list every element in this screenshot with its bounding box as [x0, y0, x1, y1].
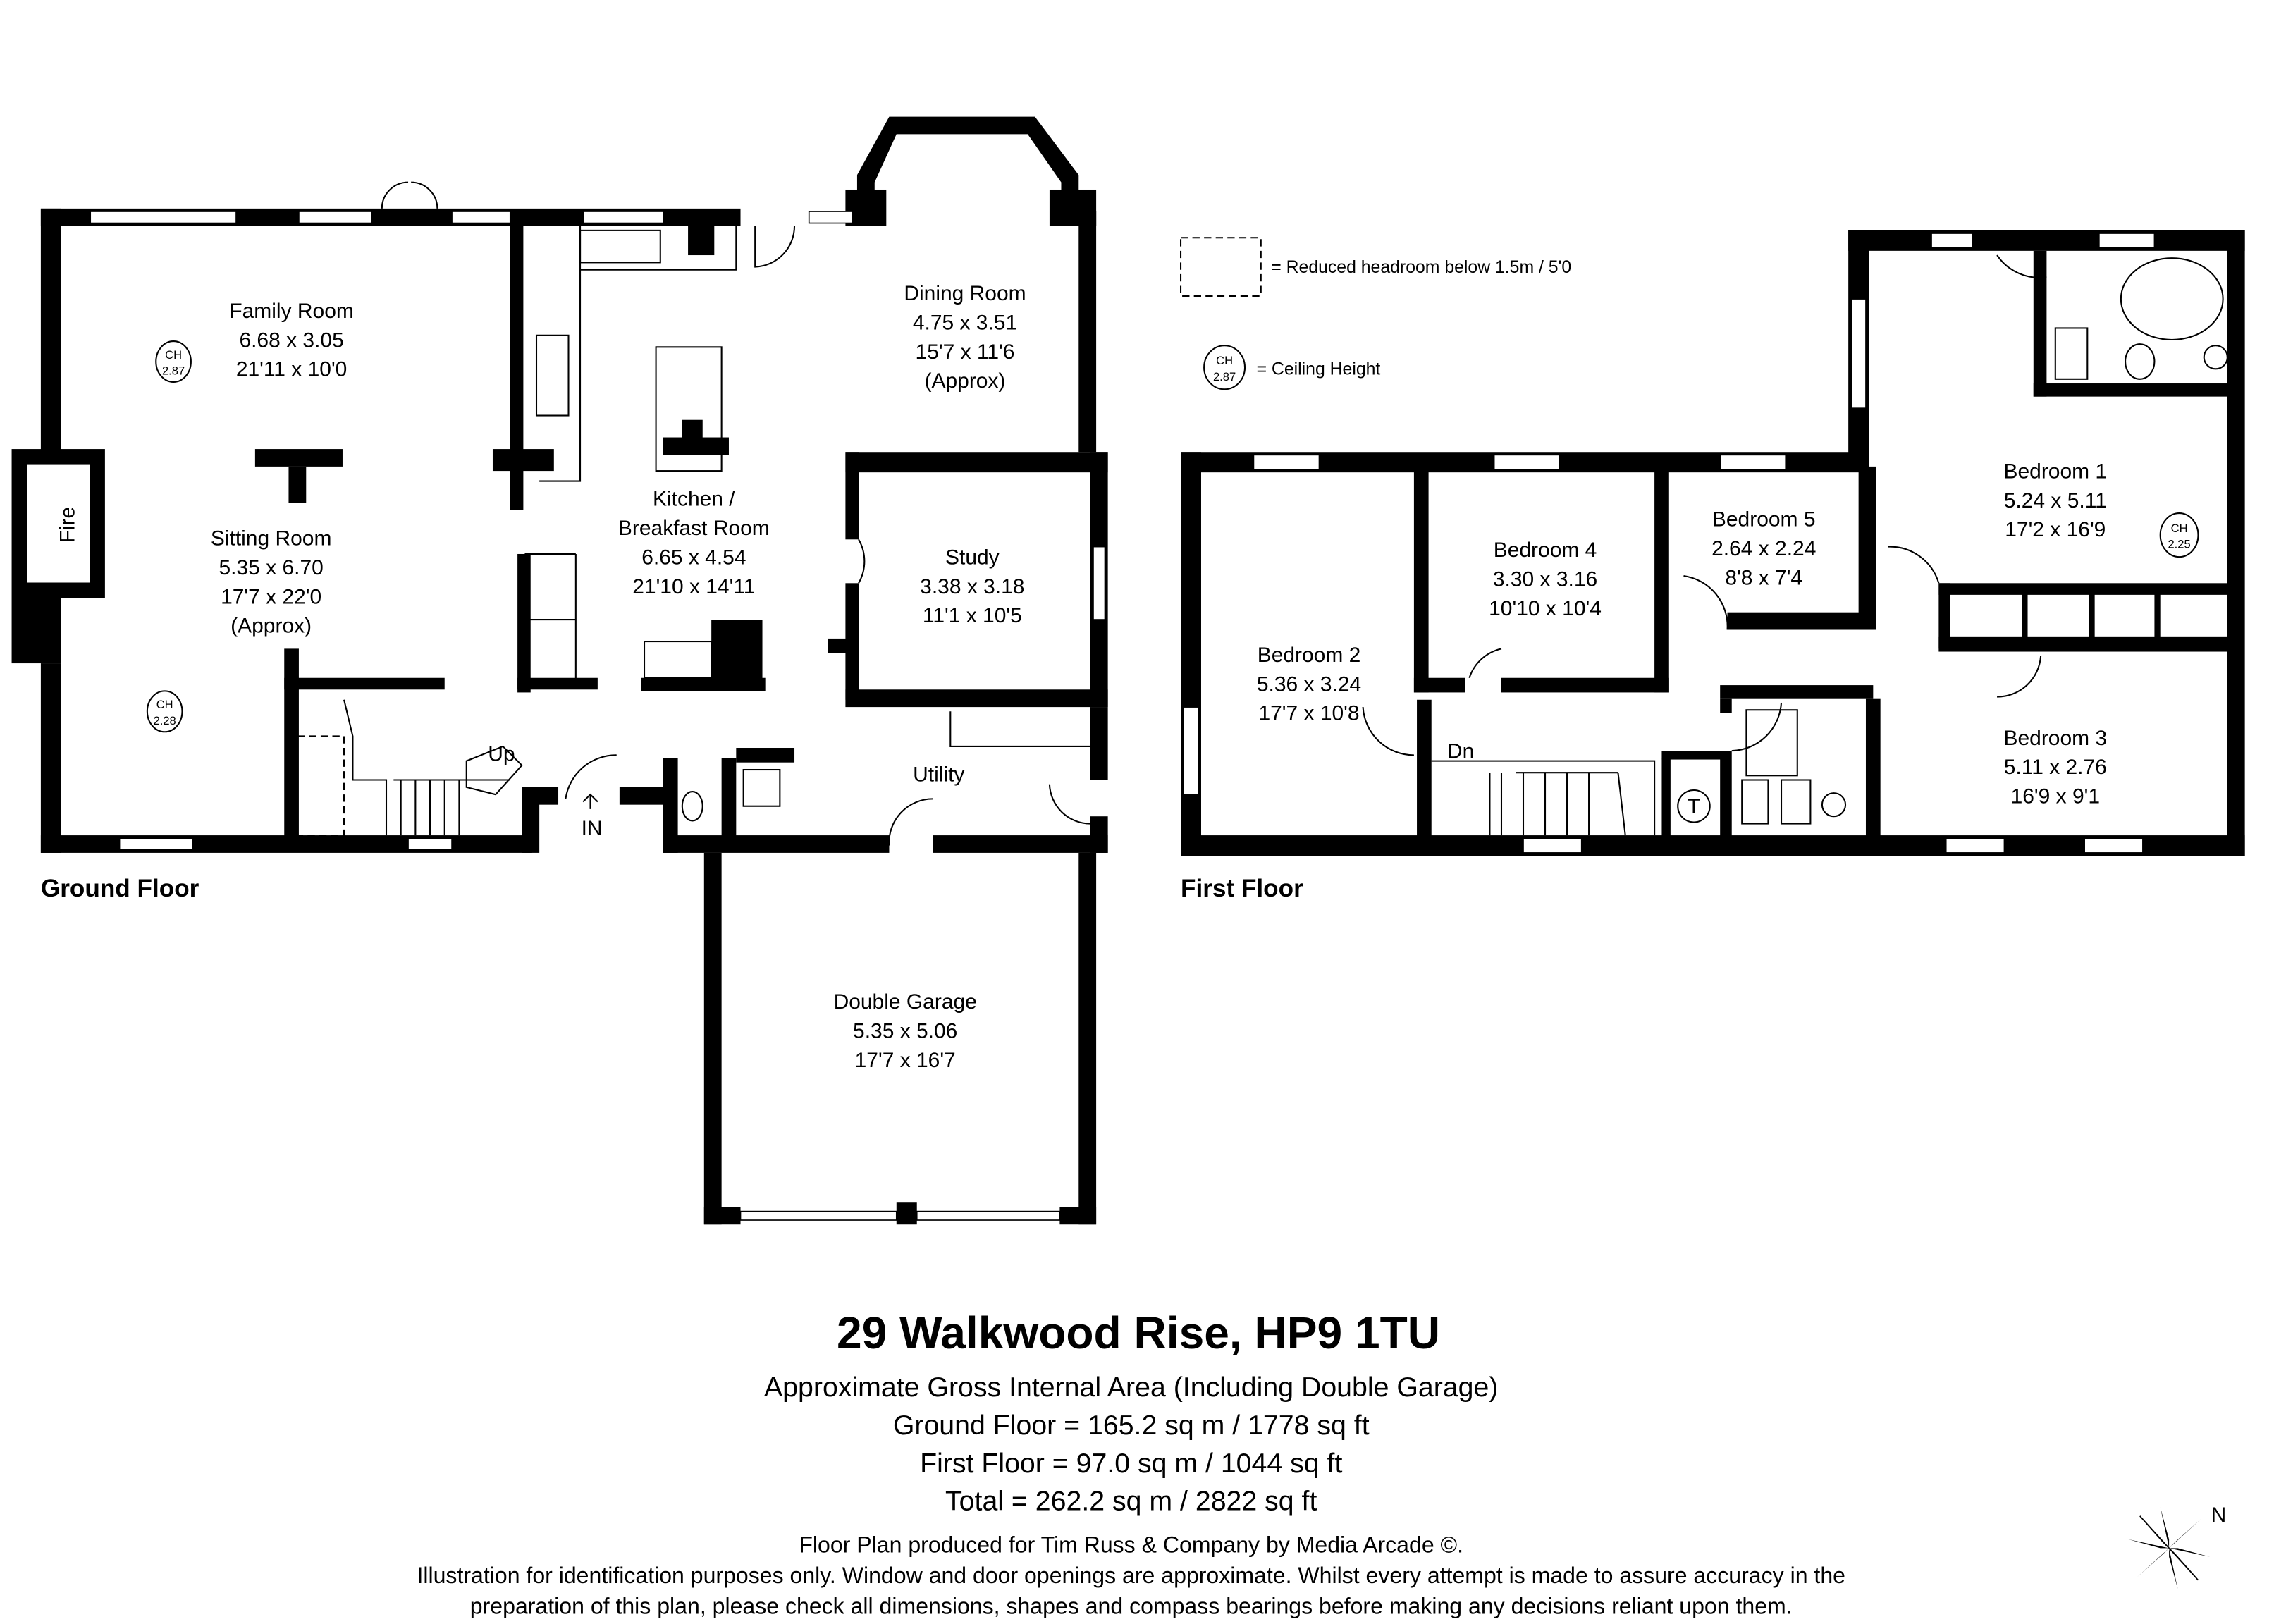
- disclaimer-line-2: preparation of this plan, please check a…: [470, 1593, 1793, 1618]
- room-metric: 5.11 x 2.76: [2004, 756, 2107, 779]
- room-note: (Approx): [231, 615, 312, 638]
- room-note: (Approx): [925, 369, 1006, 393]
- room-metric: 2.64 x 2.24: [1711, 537, 1816, 560]
- room-bedroom-2: Bedroom 2 5.36 x 3.24 17'7 x 10'8: [1257, 644, 1361, 725]
- entrance-label: IN: [582, 817, 603, 840]
- ch-label: CH: [156, 698, 173, 711]
- ch-value: 2.87: [162, 364, 185, 378]
- ground-floor-plan: [11, 116, 1108, 1225]
- room-metric: 3.30 x 3.16: [1493, 567, 1597, 591]
- room-bedroom-4: Bedroom 4 3.30 x 3.16 10'10 x 10'4: [1489, 539, 1602, 620]
- room-imperial: 17'7 x 22'0: [221, 585, 321, 608]
- ground-floor-label: Ground Floor: [41, 875, 199, 902]
- ceiling-height-marker: CH 2.28: [146, 690, 183, 733]
- room-imperial: 10'10 x 10'4: [1489, 597, 1602, 620]
- room-bedroom-5: Bedroom 5 2.64 x 2.24 8'8 x 7'4: [1711, 508, 1816, 590]
- room-dining-room: Dining Room 4.75 x 3.51 15'7 x 11'6 (App…: [904, 282, 1026, 393]
- room-name: Study: [945, 546, 1000, 569]
- compass-icon: N: [2128, 1503, 2226, 1589]
- room-metric: 3.38 x 3.18: [920, 575, 1024, 598]
- room-bedroom-1: Bedroom 1 5.24 x 5.11 17'2 x 16'9: [2004, 460, 2108, 541]
- room-imperial: 8'8 x 7'4: [1725, 566, 1802, 589]
- room-name: Kitchen /: [653, 488, 735, 511]
- room-metric: 6.65 x 4.54: [641, 546, 746, 569]
- room-metric: 5.36 x 3.24: [1257, 672, 1361, 696]
- room-kitchen: Kitchen / Breakfast Room 6.65 x 4.54 21'…: [618, 488, 770, 598]
- room-imperial: 17'7 x 10'8: [1258, 702, 1359, 725]
- room-name: Double Garage: [834, 990, 977, 1014]
- room-name: Bedroom 4: [1494, 539, 1597, 562]
- stairs-up-label: Up: [488, 743, 515, 766]
- ch-value: 2.28: [154, 714, 176, 727]
- property-title: 29 Walkwood Rise, HP9 1TU: [837, 1308, 1440, 1358]
- room-metric: 5.35 x 6.70: [219, 556, 323, 579]
- room-name-line2: Breakfast Room: [618, 517, 770, 540]
- fire-label: Fire: [56, 507, 79, 543]
- ch-value: 2.25: [2168, 538, 2190, 551]
- room-imperial: 11'1 x 10'5: [923, 604, 1022, 627]
- first-floor-plan: [1181, 230, 2245, 856]
- ceiling-height-marker: CH 2.25: [2159, 512, 2199, 558]
- compass-north-label: N: [2211, 1503, 2227, 1527]
- room-metric: 6.68 x 3.05: [239, 328, 343, 352]
- room-name: Sitting Room: [211, 527, 332, 550]
- room-double-garage: Double Garage 5.35 x 5.06 17'7 x 16'7: [834, 990, 977, 1072]
- room-family-room: Family Room 6.68 x 3.05 21'11 x 10'0: [229, 300, 354, 381]
- room-name: Bedroom 5: [1712, 508, 1816, 531]
- first-floor-label: First Floor: [1181, 875, 1303, 902]
- room-imperial: 21'10 x 14'11: [632, 575, 755, 598]
- stairs-down-label: Dn: [1447, 739, 1474, 763]
- room-name: Bedroom 1: [2004, 460, 2108, 483]
- total-area: Total = 262.2 sq m / 2822 sq ft: [945, 1486, 1317, 1517]
- room-imperial: 16'9 x 9'1: [2011, 785, 2100, 808]
- room-study: Study 3.38 x 3.18 11'1 x 10'5: [920, 546, 1024, 627]
- legend-ch-label: CH: [1216, 354, 1233, 367]
- reduced-headroom-swatch: [1180, 237, 1262, 297]
- room-utility: Utility: [913, 763, 964, 787]
- legend-ch-value: 2.87: [1213, 370, 1236, 383]
- ch-label: CH: [165, 348, 182, 362]
- area-heading: Approximate Gross Internal Area (Includi…: [764, 1372, 1499, 1403]
- room-sitting-room: Sitting Room 5.35 x 6.70 17'7 x 22'0 (Ap…: [211, 527, 332, 638]
- legend: = Reduced headroom below 1.5m / 5'0 CH 2…: [1180, 237, 1571, 390]
- room-imperial: 15'7 x 11'6: [916, 340, 1015, 364]
- room-name: Family Room: [229, 300, 354, 323]
- room-name: Dining Room: [904, 282, 1026, 305]
- room-name: Bedroom 2: [1258, 644, 1361, 667]
- credit-text: Floor Plan produced for Tim Russ & Compa…: [799, 1532, 1463, 1558]
- footer: 29 Walkwood Rise, HP9 1TU Approximate Gr…: [417, 1308, 1845, 1618]
- room-metric: 4.75 x 3.51: [913, 312, 1017, 335]
- ground-floor-area: Ground Floor = 165.2 sq m / 1778 sq ft: [893, 1410, 1370, 1441]
- room-metric: 5.35 x 5.06: [853, 1020, 957, 1043]
- legend-ceiling-height: = Ceiling Height: [1257, 360, 1381, 379]
- room-imperial: 17'2 x 16'9: [2005, 518, 2106, 541]
- room-imperial: 21'11 x 10'0: [236, 358, 348, 381]
- room-metric: 5.24 x 5.11: [2004, 489, 2107, 512]
- room-name: Bedroom 3: [2004, 727, 2108, 750]
- room-bedroom-3: Bedroom 3 5.11 x 2.76 16'9 x 9'1: [2004, 727, 2108, 808]
- tank-label: T: [1688, 795, 1700, 818]
- legend-reduced-headroom: = Reduced headroom below 1.5m / 5'0: [1271, 258, 1571, 277]
- ch-label: CH: [2171, 522, 2188, 535]
- disclaimer-line-1: Illustration for identification purposes…: [417, 1563, 1845, 1588]
- room-imperial: 17'7 x 16'7: [855, 1049, 956, 1072]
- first-floor-area: First Floor = 97.0 sq m / 1044 sq ft: [920, 1448, 1342, 1479]
- ceiling-height-marker: CH 2.87: [155, 340, 192, 383]
